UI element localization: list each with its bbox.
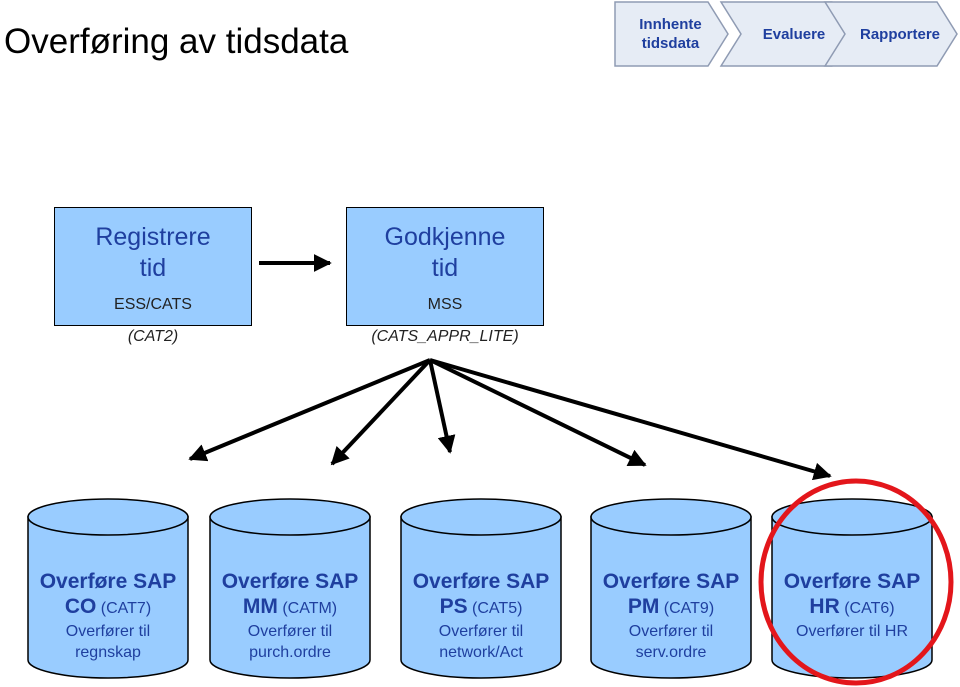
chevron-step-1: [614, 1, 729, 67]
register-box-sub: ESS/CATS: [114, 296, 192, 313]
target-mm-label: Overføre SAP MM (CATM) Overfører til pur…: [221, 570, 359, 661]
page-title: Overføring av tidsdata: [4, 22, 349, 61]
cylinder-mm: [209, 498, 371, 679]
highlight-circle: [758, 478, 954, 686]
register-box-code: (CAT2): [127, 328, 179, 345]
arrow-to-mm: [330, 358, 432, 466]
arrow-to-co: [188, 358, 431, 462]
arrow-to-ps: [428, 359, 456, 454]
approve-box-code: (CATS_APPR_LITE): [371, 328, 519, 345]
target-ps-label: Overføre SAP PS (CAT5) Overfører til net…: [412, 570, 550, 661]
register-box-line1: Registrere: [95, 223, 211, 251]
target-co-label: Overføre SAP CO (CAT7) Overfører til reg…: [39, 570, 177, 661]
cylinder-hr: [771, 498, 933, 679]
target-hr-label: Overføre SAP HR (CAT6) Overfører til HR: [783, 570, 921, 640]
cylinder-co: [27, 498, 189, 679]
cylinder-pm: [590, 498, 752, 679]
approve-time-box: Godkjenne tid MSS: [346, 207, 544, 326]
approve-box-line2: tid: [431, 254, 459, 282]
approve-box-line1: Godkjenne: [384, 223, 506, 251]
approve-box-sub: MSS: [427, 296, 463, 313]
register-time-box: Registrere tid ESS/CATS: [54, 207, 252, 326]
chevron-step-3: [823, 1, 958, 67]
arrow-to-pm: [429, 358, 647, 467]
target-pm-label: Overføre SAP PM (CAT9) Overfører til ser…: [602, 570, 740, 661]
arrow-to-hr: [429, 358, 832, 481]
register-box-line2: tid: [139, 254, 167, 282]
cylinder-ps: [400, 498, 562, 679]
